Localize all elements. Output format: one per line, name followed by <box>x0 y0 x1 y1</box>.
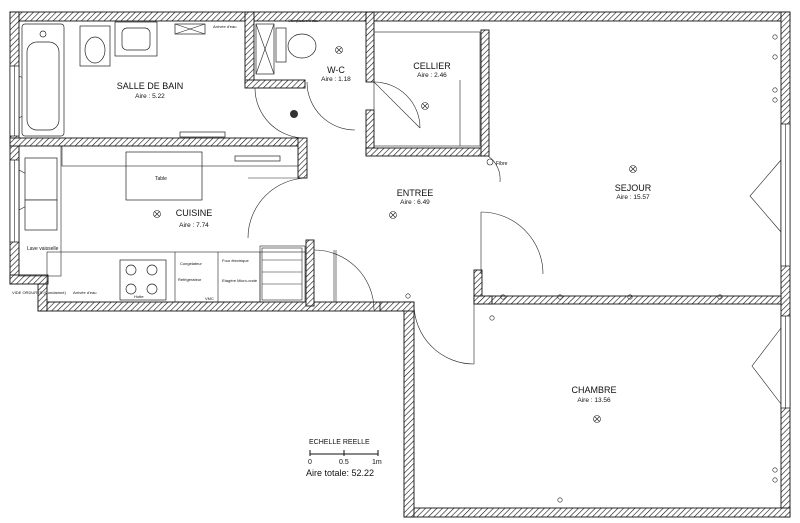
vide-ordures-label: VIDE ORDURES (Condamné) <box>12 290 66 295</box>
room-name-cuisine: CUISINE <box>176 208 213 218</box>
room-name-sejour: SEJOUR <box>615 183 652 193</box>
scale-tick-1m: 1m <box>372 459 382 466</box>
water-inlet-label-kitchen: Arrivée d'eau <box>73 290 96 295</box>
scale-tick-half: 0.5 <box>339 459 349 466</box>
fridge-label: Refrigerateur <box>178 277 202 282</box>
shelf-label: Etagère Micro-onde <box>222 278 258 283</box>
total-area: Aire totale: 52.22 <box>306 468 374 478</box>
room-area-salle-de-bain: Aire : 5.22 <box>135 93 165 100</box>
room-labels: SALLE DE BAIN Aire : 5.22 W-C Aire : 1.1… <box>117 61 652 404</box>
fibre-label: Fibre <box>496 161 508 167</box>
scale-bar: ECHELLE REELLE 0 0.5 1m Aire totale: 52.… <box>306 439 382 478</box>
water-meter-label: Compteurs d'eau <box>288 18 318 23</box>
room-area-cuisine: Aire : 7.74 <box>179 222 209 229</box>
wall-sockets <box>405 34 778 503</box>
room-area-cellier: Aire : 2.46 <box>417 72 447 79</box>
light-icon <box>593 415 601 423</box>
windows <box>9 65 791 409</box>
light-icon <box>389 211 397 219</box>
wc-fixtures: Compteurs d'eau <box>255 18 318 75</box>
room-area-wc: Aire : 1.18 <box>321 76 351 83</box>
water-inlet-label-bath: Arrivée d'eau <box>213 24 236 29</box>
table-label: Table <box>155 176 167 182</box>
freezer-label: Congelateur <box>180 261 202 266</box>
scale-title: ECHELLE REELLE <box>309 439 370 446</box>
light-icon <box>153 210 161 218</box>
fibre-outlet: Fibre <box>486 158 508 167</box>
room-name-wc: W-C <box>327 65 345 75</box>
room-name-salle-de-bain: SALLE DE BAIN <box>117 81 184 91</box>
room-area-chambre: Aire : 13.56 <box>577 397 611 404</box>
light-icon <box>421 102 429 110</box>
room-area-sejour: Aire : 15.57 <box>616 194 650 201</box>
drain-icon <box>290 110 298 118</box>
light-points <box>153 46 637 423</box>
light-icon <box>335 46 343 54</box>
kitchen-fixtures: Lave vaisselle Table Hotte Congelateur R… <box>12 145 307 303</box>
interior-walls <box>9 11 782 307</box>
room-area-entree: Aire : 6.49 <box>400 199 430 206</box>
room-name-entree: ENTREE <box>397 188 434 198</box>
hood-label: Hotte <box>134 294 144 299</box>
light-icon <box>629 165 637 173</box>
scale-tick-0: 0 <box>308 459 312 466</box>
bathroom-fixtures: Arrivée d'eau <box>21 21 298 138</box>
dishwasher-label: Lave vaisselle <box>27 246 59 252</box>
oven-label: Four électrique <box>222 258 249 263</box>
vmc-label: VMC <box>205 296 214 301</box>
room-name-chambre: CHAMBRE <box>571 385 616 395</box>
room-name-cellier: CELLIER <box>413 61 451 71</box>
doors <box>247 81 544 365</box>
